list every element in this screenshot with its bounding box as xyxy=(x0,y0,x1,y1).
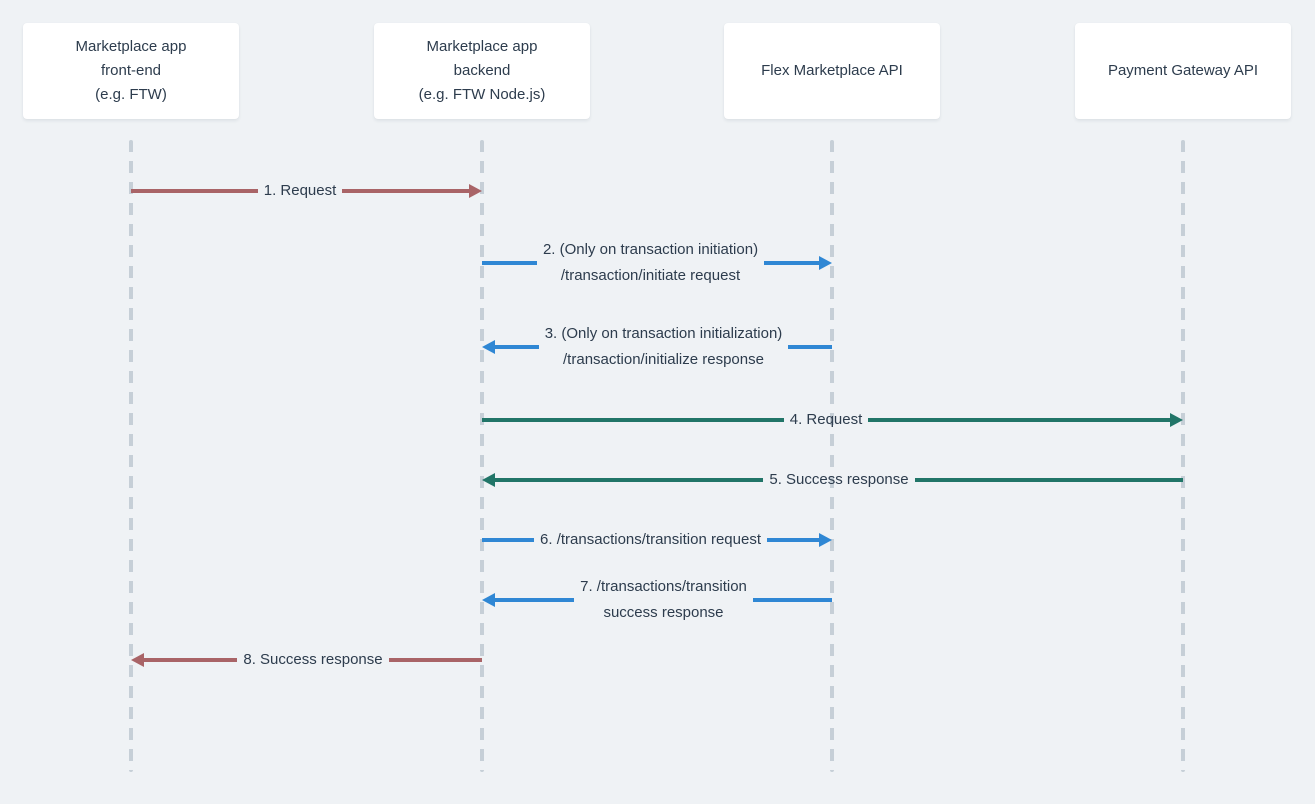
lifeline-payment-api xyxy=(1181,140,1185,772)
message-2-initiate-request: 2. (Only on transaction initiation) /tra… xyxy=(482,237,833,289)
actor-box-payment-api: Payment Gateway API xyxy=(1075,23,1291,119)
message-6-transition-request: 6. /transactions/transition request xyxy=(482,527,833,553)
message-1-request: 1. Request xyxy=(131,178,483,204)
message-label: 1. Request xyxy=(263,182,337,199)
message-label: 2. (Only on transaction initiation) /tra… xyxy=(542,241,759,284)
arrow-line xyxy=(868,418,1171,422)
message-label: 3. (Only on transaction initialization) … xyxy=(544,325,783,368)
arrow-line xyxy=(764,261,820,265)
actor-box-backend: Marketplace app backend (e.g. FTW Node.j… xyxy=(374,23,590,119)
actor-box-flex-api: Flex Marketplace API xyxy=(724,23,940,119)
actor-box-frontend: Marketplace app front-end (e.g. FTW) xyxy=(23,23,239,119)
arrow-line xyxy=(752,598,833,602)
arrow-line xyxy=(495,478,764,482)
arrow-line xyxy=(495,345,539,349)
arrow-line xyxy=(914,478,1183,482)
lifeline-flex-api xyxy=(830,140,834,772)
arrowhead-left-icon xyxy=(482,593,495,607)
actor-label-payment-api: Payment Gateway API xyxy=(1107,62,1259,79)
message-label: 6. /transactions/transition request xyxy=(540,531,761,548)
message-label: 5. Success response xyxy=(769,471,909,488)
arrowhead-left-icon xyxy=(131,653,144,667)
arrow-line xyxy=(342,189,470,193)
arrow-line xyxy=(482,418,784,422)
message-label: 4. Request xyxy=(789,411,863,428)
message-label: 8. Success response xyxy=(243,651,383,668)
actor-label-backend: Marketplace app backend (e.g. FTW Node.j… xyxy=(418,38,546,103)
arrow-line xyxy=(131,189,258,193)
message-5-success-response: 5. Success response xyxy=(482,467,1183,493)
arrow-line xyxy=(482,261,537,265)
arrowhead-right-icon xyxy=(819,256,833,270)
arrow-line xyxy=(495,598,575,602)
message-8-success-response: 8. Success response xyxy=(131,647,482,673)
arrow-line xyxy=(482,538,535,542)
lifeline-backend xyxy=(480,140,484,772)
arrowhead-left-icon xyxy=(482,340,495,354)
actor-label-frontend: Marketplace app front-end (e.g. FTW) xyxy=(75,38,187,103)
arrowhead-right-icon xyxy=(1170,413,1184,427)
message-7-transition-success-response: 7. /transactions/transition success resp… xyxy=(482,574,833,626)
arrow-line xyxy=(144,658,238,662)
arrow-line xyxy=(766,538,820,542)
arrow-line xyxy=(788,345,832,349)
arrowhead-right-icon xyxy=(819,533,833,547)
message-3-initialize-response: 3. (Only on transaction initialization) … xyxy=(482,321,832,373)
arrowhead-right-icon xyxy=(469,184,483,198)
arrowhead-left-icon xyxy=(482,473,495,487)
arrow-line xyxy=(388,658,482,662)
message-label: 7. /transactions/transition success resp… xyxy=(580,578,747,621)
actor-label-flex-api: Flex Marketplace API xyxy=(761,62,903,79)
lifeline-frontend xyxy=(129,140,133,772)
message-4-request: 4. Request xyxy=(482,407,1184,433)
